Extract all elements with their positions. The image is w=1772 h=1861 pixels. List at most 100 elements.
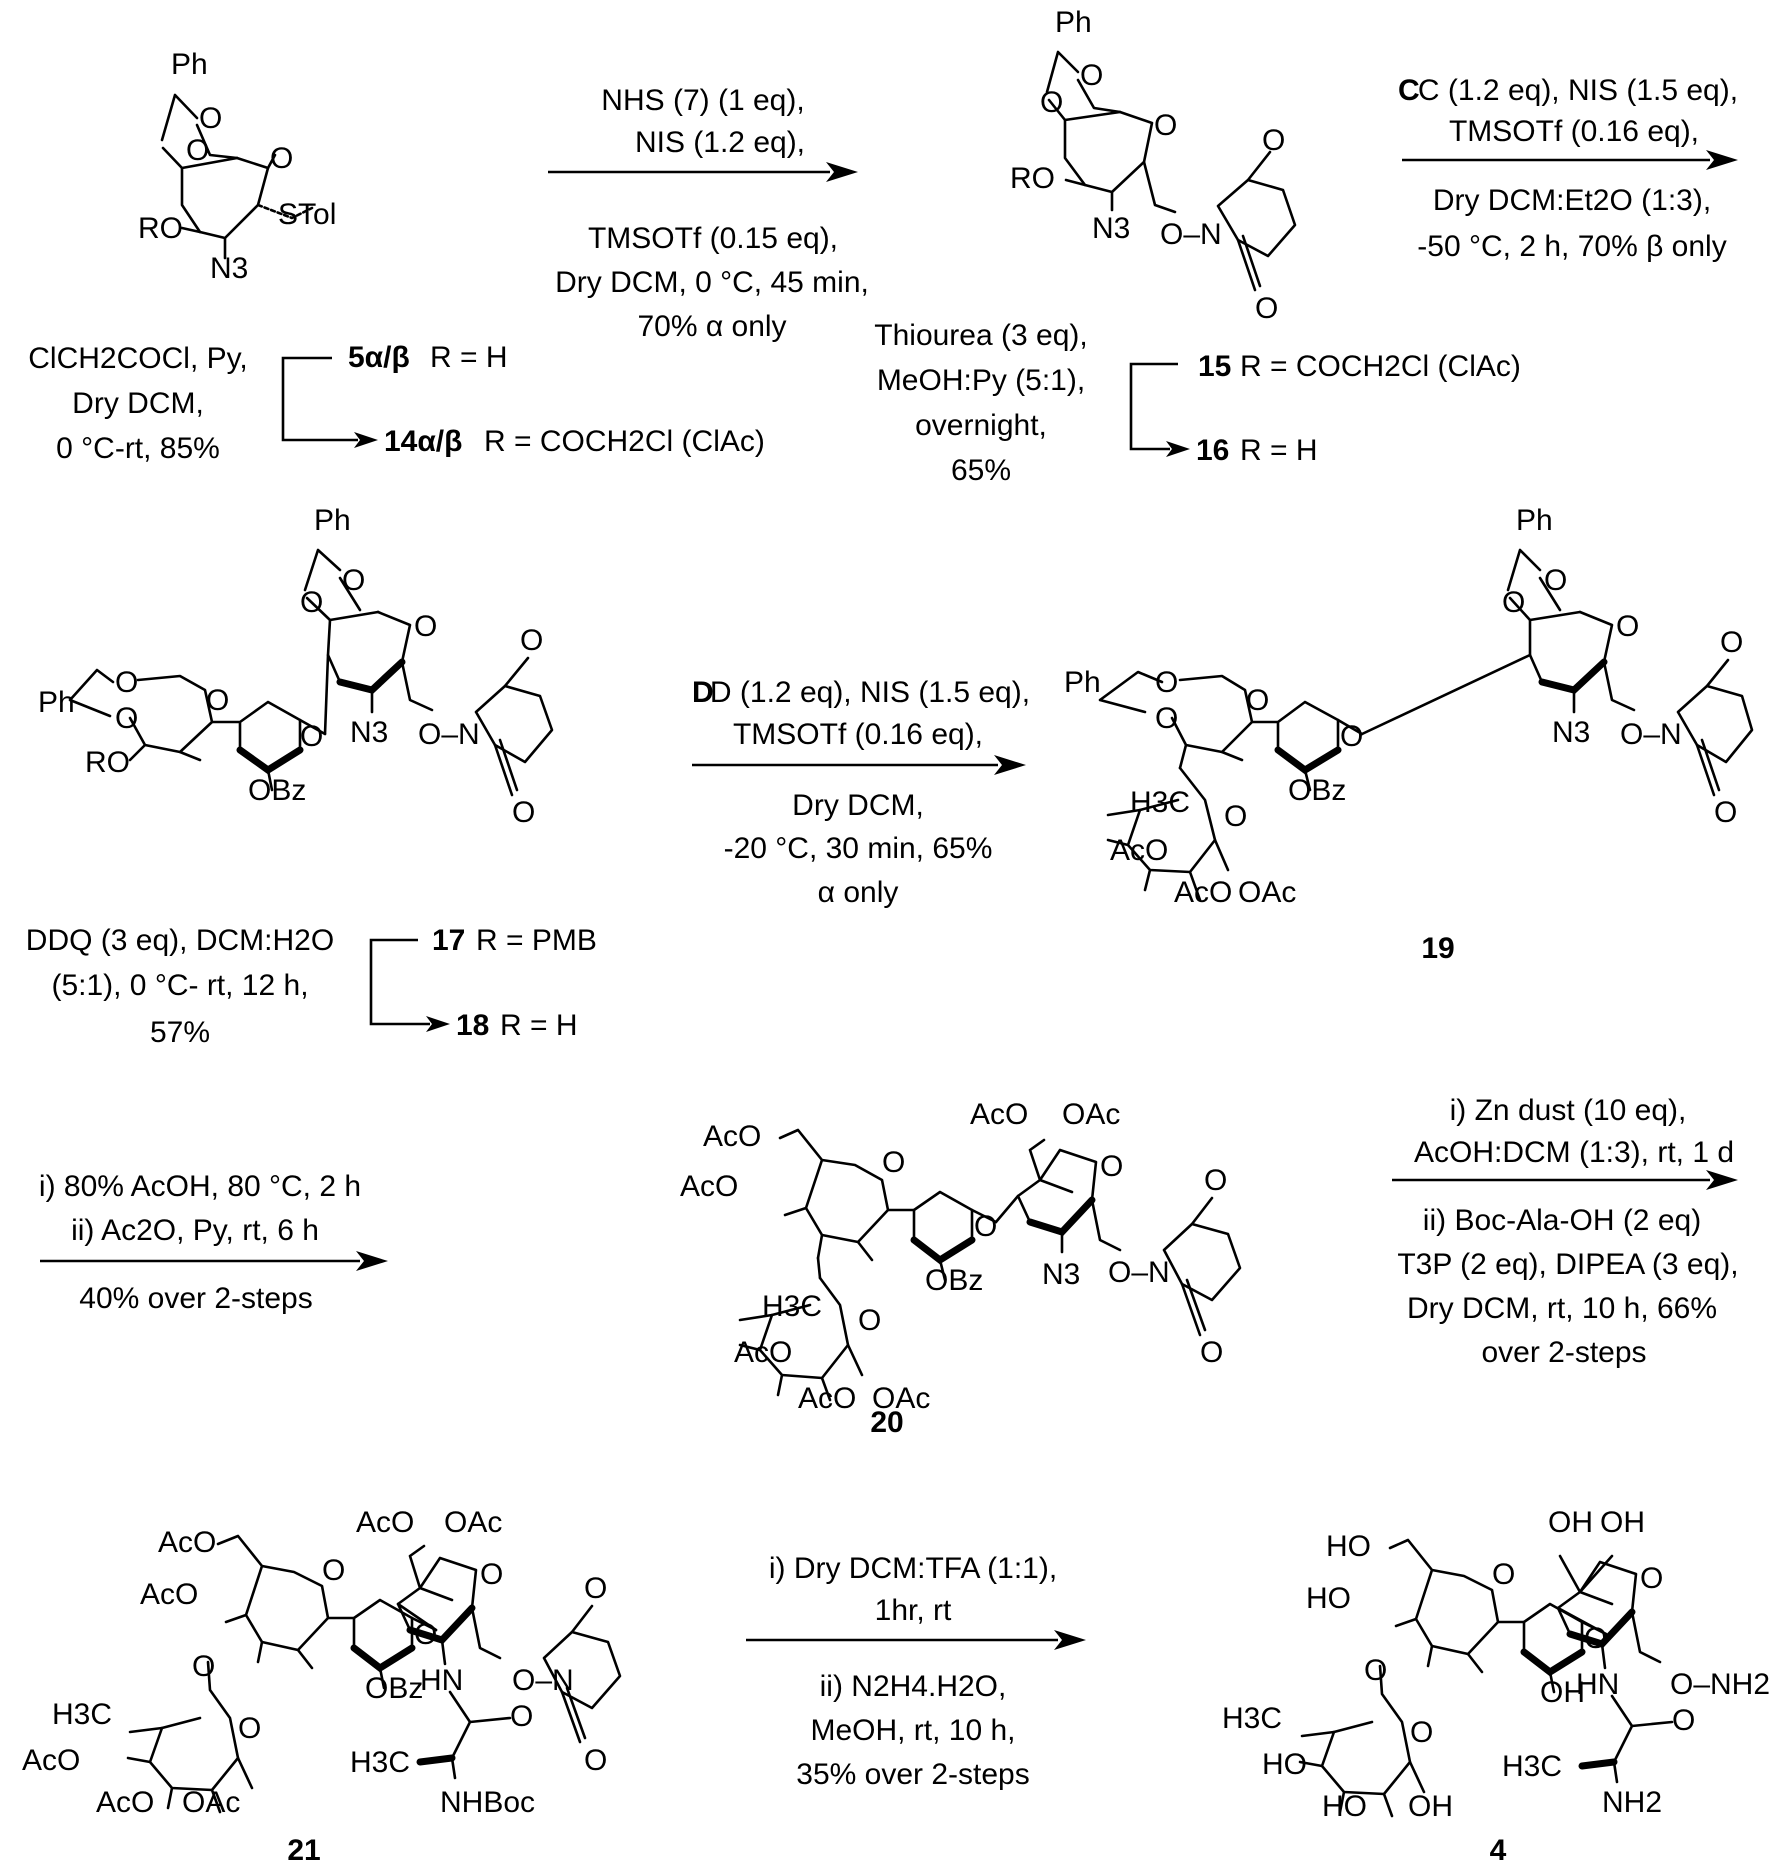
label-o: O	[1720, 626, 1743, 659]
label-ph: Ph	[1055, 6, 1092, 39]
label-oh: OH	[1548, 1506, 1593, 1539]
label-o: O	[192, 1650, 215, 1683]
compound-20-id: 20	[870, 1406, 903, 1439]
compound-18-desc: R = H	[500, 1009, 578, 1042]
r5-step-1: i) Zn dust (10 eq),	[1450, 1094, 1687, 1127]
label-h3c: H3C	[52, 1698, 112, 1731]
compound-14-id: 14α/β	[384, 425, 462, 458]
structure-compound-20: AcO AcO O OBz O H3C O AcO AcO OAc AcO OA…	[680, 1098, 1242, 1415]
label-o-n: O–N	[1108, 1256, 1170, 1289]
label-o: O	[1040, 86, 1063, 119]
label-o: O	[206, 684, 229, 717]
r1-condition-1: TMSOTf (0.15 eq),	[588, 222, 838, 255]
label-n3: N3	[1552, 716, 1590, 749]
label-o: O	[1200, 1336, 1223, 1369]
label-o: O	[1544, 564, 1567, 597]
label-o: O	[1584, 1622, 1607, 1655]
label-o: O	[1262, 124, 1285, 157]
compound-17-id: 17	[432, 924, 465, 957]
label-o-n: O–N	[1620, 718, 1682, 751]
label-o: O	[1224, 800, 1247, 833]
thiourea-4: 65%	[951, 454, 1011, 487]
structure-compound-15-16: Ph O O O RO N3 O–N O O	[1010, 6, 1297, 325]
r6-step-4: MeOH, rt, 10 h,	[810, 1714, 1015, 1747]
label-ro: RO	[1010, 162, 1055, 195]
r3-condition-1: Dry DCM,	[792, 789, 924, 822]
r3-reagent-1: D (1.2 eq), NIS (1.5 eq),	[710, 676, 1030, 709]
reaction-arrow-5	[1392, 1170, 1738, 1190]
compound-18-id: 18	[456, 1009, 489, 1042]
label-o: O	[512, 796, 535, 829]
label-o: O	[1340, 720, 1363, 753]
label-ro: RO	[138, 212, 183, 245]
label-o-n: O–N	[512, 1664, 574, 1697]
label-nh2: NH2	[1602, 1786, 1662, 1819]
r2-condition-1: Dry DCM:Et2O (1:3),	[1433, 184, 1711, 217]
label-o: O	[414, 1618, 437, 1651]
label-hn: HN	[420, 1664, 463, 1697]
label-o: O	[186, 134, 209, 167]
label-o: O	[1246, 684, 1269, 717]
compound-15-id: 15	[1198, 350, 1231, 383]
thiourea-3: overnight,	[915, 409, 1047, 442]
bracket-5-to-14	[281, 356, 378, 448]
label-o: O	[1640, 1562, 1663, 1595]
compound-4-id: 4	[1490, 1834, 1507, 1861]
label-oac: OAc	[872, 1382, 930, 1415]
label-o: O	[1080, 59, 1103, 92]
label-o: O	[1154, 109, 1177, 142]
label-o: O	[414, 610, 437, 643]
label-aco: AcO	[734, 1336, 792, 1369]
label-o: O	[342, 564, 365, 597]
label-ph: Ph	[1064, 666, 1101, 699]
compound-15-desc: R = COCH2Cl (ClAc)	[1240, 350, 1521, 383]
label-o-n: O–N	[418, 718, 480, 751]
label-ph: Ph	[1516, 504, 1553, 537]
label-ho: HO	[1306, 1582, 1351, 1615]
label-ph: Ph	[171, 48, 208, 81]
reaction-arrow-2	[1402, 150, 1738, 170]
r3-condition-3: α only	[818, 876, 899, 909]
label-o: O	[882, 1146, 905, 1179]
label-h3c: H3C	[1130, 786, 1190, 819]
bracket-17-to-18	[369, 938, 450, 1032]
label-o: O	[1714, 796, 1737, 829]
r3-reagent-2: TMSOTf (0.16 eq),	[733, 718, 983, 751]
clac-reagent-1: ClCH2COCl, Py,	[28, 342, 247, 375]
label-oac: OAc	[444, 1506, 502, 1539]
reaction-arrow-4	[40, 1251, 388, 1271]
label-aco: AcO	[96, 1786, 154, 1819]
label-o: O	[520, 624, 543, 657]
r5-step-6: over 2-steps	[1481, 1336, 1646, 1369]
label-o: O	[1502, 586, 1525, 619]
r2-condition-2: -50 °C, 2 h, 70% β only	[1417, 230, 1726, 263]
label-aco: AcO	[798, 1382, 856, 1415]
label-o: O	[115, 702, 138, 735]
label-oac: OAc	[182, 1786, 240, 1819]
label-ph: Ph	[314, 504, 351, 537]
label-ro: RO	[85, 746, 130, 779]
label-o: O	[1100, 1150, 1123, 1183]
label-o: O	[199, 102, 222, 135]
label-ph: Ph	[38, 686, 75, 719]
label-o: O	[1364, 1654, 1387, 1687]
r6-step-1: i) Dry DCM:TFA (1:1),	[769, 1552, 1057, 1585]
reaction-arrow-6	[746, 1630, 1086, 1650]
label-obz: OBz	[1288, 774, 1346, 807]
clac-reagent-2: Dry DCM,	[72, 387, 204, 420]
thiourea-1: Thiourea (3 eq),	[874, 319, 1087, 352]
compound-5-desc: R = H	[430, 341, 508, 374]
label-o: O	[115, 666, 138, 699]
label-h3c: H3C	[1502, 1750, 1562, 1783]
r4-step-2: ii) Ac2O, Py, rt, 6 h	[71, 1214, 319, 1247]
thiourea-2: MeOH:Py (5:1),	[877, 364, 1085, 397]
label-h3c: H3C	[350, 1746, 410, 1779]
structure-compound-4: HO HO O OH O O H3C O HO HO OH OH OH O HN…	[1222, 1506, 1770, 1823]
label-hn: HN	[1576, 1668, 1619, 1701]
label-h3c: H3C	[762, 1290, 822, 1323]
structure-compound-21: AcO AcO O OBz O O H3C O AcO AcO OAc AcO …	[22, 1506, 622, 1819]
label-oh: OH	[1540, 1676, 1585, 1709]
r5-step-3: ii) Boc-Ala-OH (2 eq)	[1423, 1204, 1701, 1237]
label-o: O	[1155, 666, 1178, 699]
